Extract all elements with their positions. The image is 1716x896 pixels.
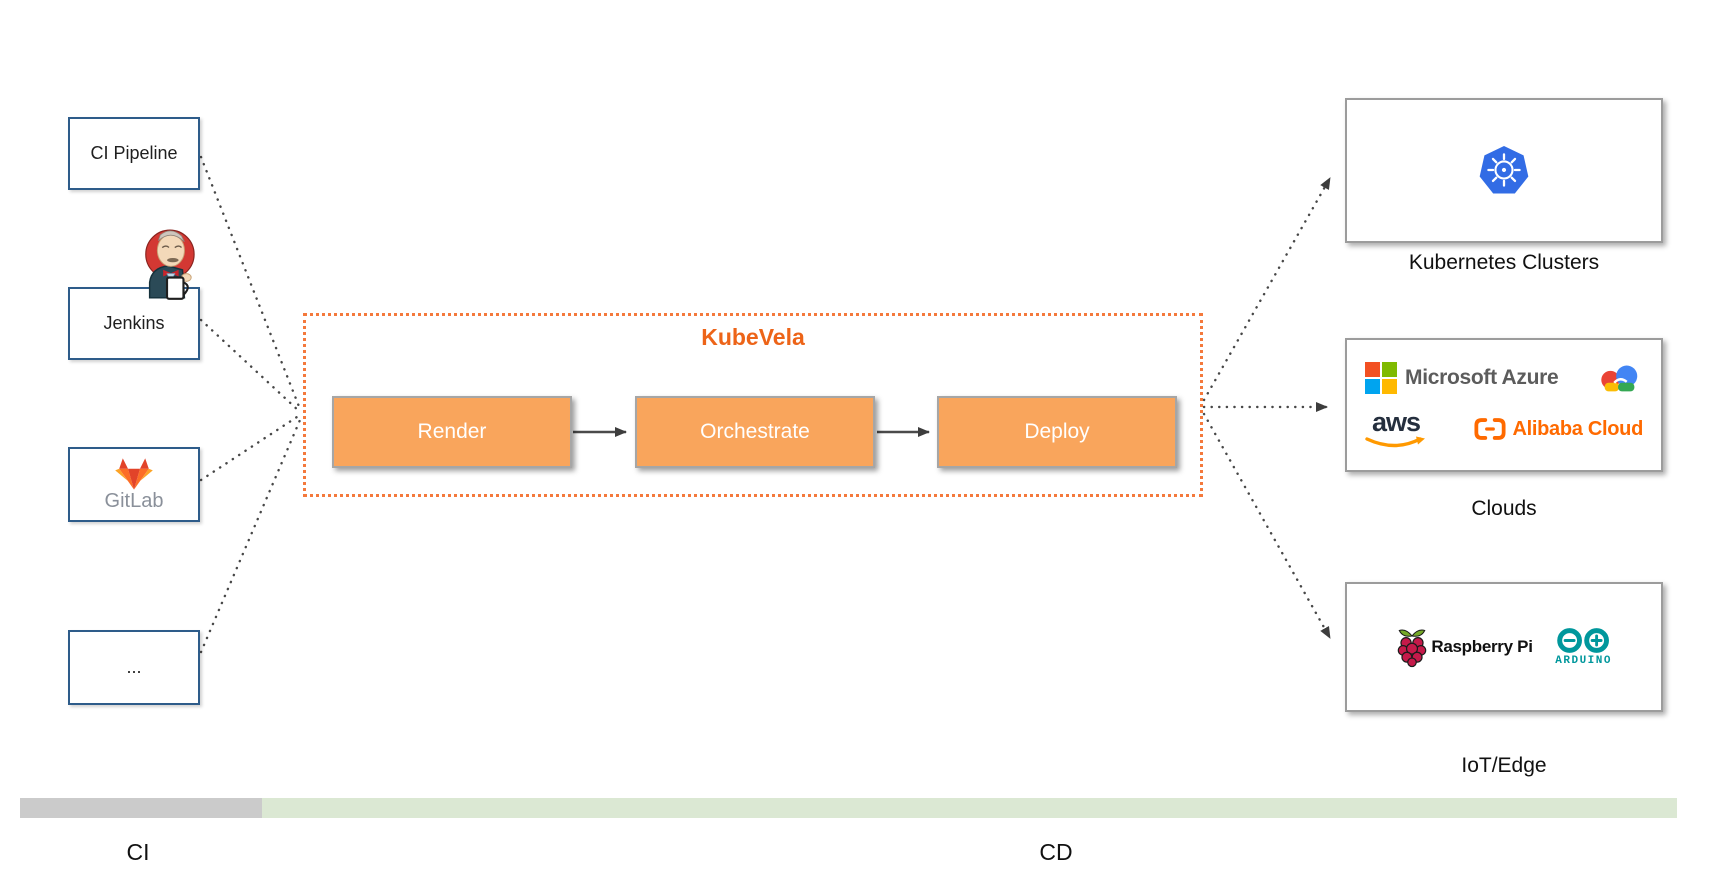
arduino-label: ARDUINO — [1555, 655, 1612, 667]
target-label-iot-edge: IoT/Edge — [1461, 754, 1547, 777]
cd-phase-bar — [262, 798, 1677, 818]
target-box-iot-edge: Raspberry Pi ARDUINO — [1345, 582, 1663, 712]
stage-label: Deploy — [1024, 420, 1090, 443]
source-box-gitlab: GitLab — [68, 447, 200, 522]
stage-box-render: Render — [332, 396, 572, 468]
microsoft-azure-logo: Microsoft Azure — [1365, 361, 1559, 394]
stage-box-orchestrate: Orchestrate — [635, 396, 875, 468]
stage-box-deploy: Deploy — [937, 396, 1177, 468]
raspberry-pi-label: Raspberry Pi — [1431, 637, 1533, 656]
alibaba-brackets-icon — [1474, 418, 1506, 440]
source-label: ... — [126, 657, 142, 677]
source-box-ci-pipeline: CI Pipeline — [68, 117, 200, 190]
microsoft-squares-icon — [1365, 361, 1397, 394]
aws-logo: aws — [1365, 406, 1427, 450]
source-box-jenkins: Jenkins — [68, 287, 200, 360]
google-cloud-icon — [1601, 365, 1638, 391]
target-box-clouds: Microsoft Azure aws — [1345, 338, 1663, 472]
kubevela-title: KubeVela — [701, 324, 805, 350]
source-label: Jenkins — [103, 313, 165, 333]
ci-phase-bar — [20, 798, 262, 818]
source-label: GitLab — [104, 490, 164, 512]
aws-label: aws — [1371, 406, 1421, 437]
target-label-clouds: Clouds — [1471, 497, 1537, 520]
gitlab-fox-icon — [115, 458, 153, 490]
target-box-kubernetes — [1345, 98, 1663, 243]
stage-label: Render — [417, 420, 487, 443]
source-dotted-connectors — [199, 155, 302, 654]
aws-smile-icon — [1365, 436, 1425, 447]
raspberry-pi-logo: Raspberry Pi — [1395, 626, 1533, 668]
target-dotted-arrows — [1202, 176, 1332, 640]
stage-label: Orchestrate — [700, 420, 810, 443]
ci-phase-label: CI — [126, 839, 150, 865]
jenkins-butler-icon — [145, 229, 195, 300]
alibaba-cloud-logo: Alibaba Cloud — [1474, 417, 1643, 441]
arduino-infinity-icon — [1556, 628, 1609, 653]
kubevela-dotted-container — [303, 313, 1203, 497]
source-label: CI Pipeline — [90, 143, 178, 163]
alibaba-label: Alibaba Cloud — [1512, 417, 1643, 440]
cd-phase-label: CD — [1039, 839, 1073, 865]
azure-label: Microsoft Azure — [1405, 365, 1559, 389]
raspberry-icon — [1398, 629, 1427, 668]
kubernetes-icon — [1479, 145, 1529, 193]
source-box-more: ... — [68, 630, 200, 705]
target-label-kubernetes: Kubernetes Clusters — [1408, 251, 1600, 274]
arduino-logo: ARDUINO — [1555, 627, 1613, 667]
